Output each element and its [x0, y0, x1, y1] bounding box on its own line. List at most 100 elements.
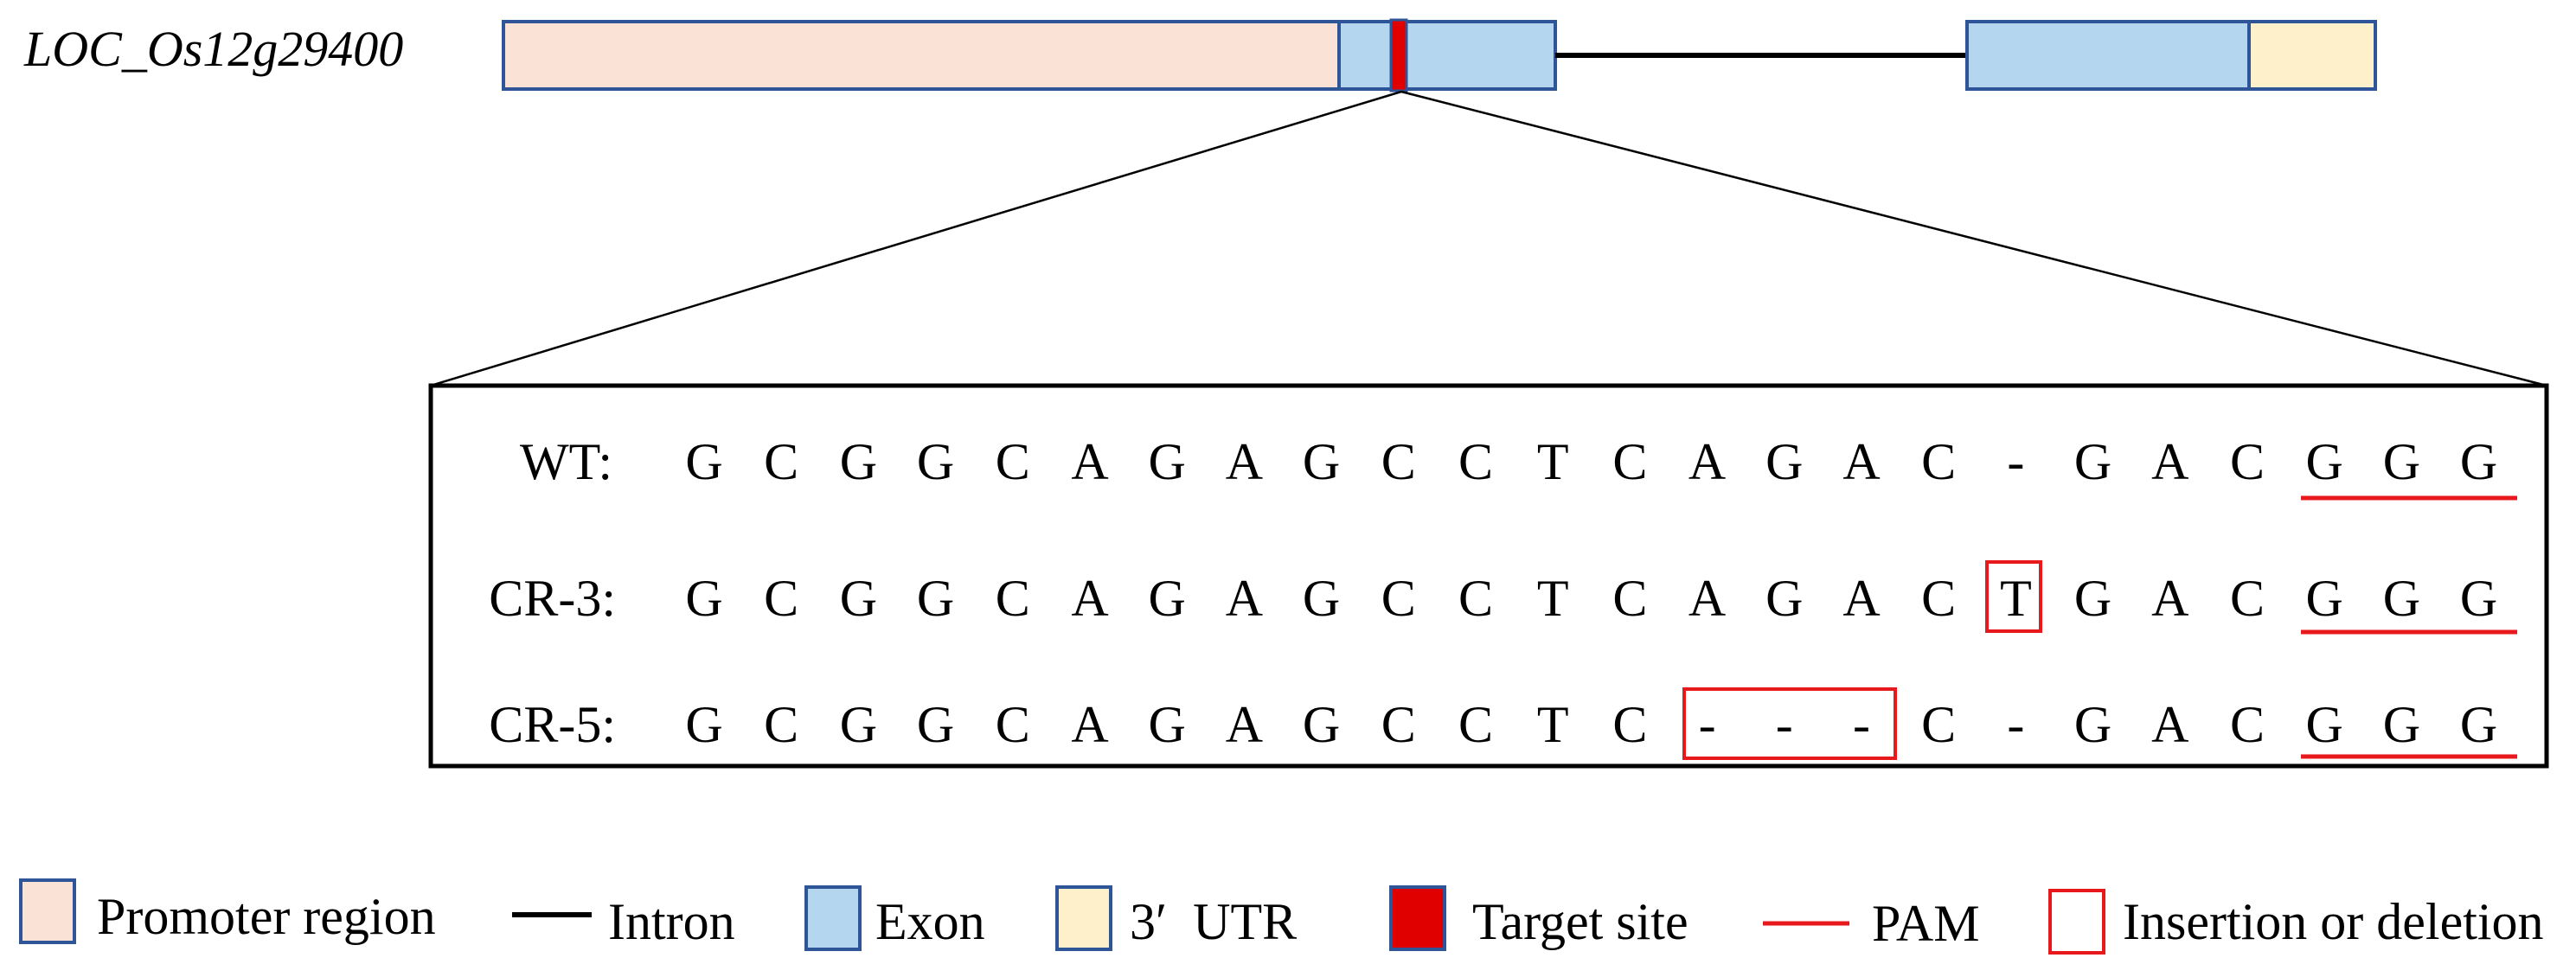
deletion-box [1682, 687, 1897, 760]
sequence-base: G [840, 696, 877, 753]
sequence-base: G [1303, 696, 1340, 753]
sequence-label: WT: [520, 433, 612, 490]
sequence-base: C [764, 433, 798, 490]
zoom-line-left [430, 90, 1402, 387]
sequence-base: G [685, 433, 722, 490]
sequence-base: C [1921, 696, 1956, 753]
sequence-base: A [1688, 570, 1726, 627]
sequence-base: G [1765, 570, 1803, 627]
sequence-base: A [1226, 696, 1263, 753]
sequence-base: G [2383, 570, 2420, 627]
sequence-base: T [1537, 433, 1569, 490]
sequence-base: G [2074, 433, 2111, 490]
sequence-base: C [996, 433, 1030, 490]
sequence-base: T [1537, 696, 1569, 753]
sequence-base: A [1071, 570, 1108, 627]
sequence-base: G [2306, 696, 2343, 753]
sequence-base: G [2074, 696, 2111, 753]
sequence-base: T [2000, 570, 2032, 627]
sequence-base: C [1921, 570, 1956, 627]
sequence-base: C [1612, 433, 1647, 490]
sequence-base: A [1226, 433, 1263, 490]
sequence-base: C [2230, 433, 2265, 490]
sequence-base: G [2460, 696, 2497, 753]
utr-3prime [2247, 20, 2377, 91]
sequence-box [428, 383, 2549, 769]
sequence-base: G [2306, 433, 2343, 490]
gene-name-label: LOC_Os12g29400 [24, 21, 404, 77]
sequence-base: C [1612, 570, 1647, 627]
legend-intron-label: Intron [608, 893, 735, 950]
sequence-base: G [2074, 570, 2111, 627]
sequence-label: CR-5: [489, 696, 616, 753]
sequence-base: C [2230, 696, 2265, 753]
legend-utr-label: 3′ UTR [1130, 893, 1298, 950]
sequence-base: A [1688, 433, 1726, 490]
sequence-base: A [1842, 570, 1880, 627]
sequence-base: G [1149, 570, 1186, 627]
legend: Promoter region Intron Exon 3′ UTR Targe… [0, 873, 2576, 977]
sequence-base: C [1458, 696, 1493, 753]
sequence-base: C [1381, 570, 1416, 627]
sequence-base: C [764, 570, 798, 627]
sequence-base: G [917, 570, 954, 627]
sequence-base: G [2383, 696, 2420, 753]
sequence-base: G [685, 570, 722, 627]
sequence-base: G [2460, 433, 2497, 490]
legend-swatches [19, 878, 2105, 955]
legend-promoter-label: Promoter region [97, 888, 436, 945]
sequence-base: C [1458, 570, 1493, 627]
sequence-base: A [1071, 696, 1108, 753]
sequence-base: G [2306, 570, 2343, 627]
sequence-base: C [2230, 570, 2265, 627]
sequence-label: CR-3: [489, 570, 616, 627]
sequence-base: G [917, 696, 954, 753]
legend-target-label: Target site [1472, 893, 1688, 950]
sequence-base: G [1149, 433, 1186, 490]
exon-2 [1965, 20, 2251, 91]
legend-pam-label: PAM [1872, 895, 1980, 952]
sequence-base: - [2007, 433, 2024, 490]
insertion-box [1985, 560, 2042, 633]
sequence-base: - [1776, 696, 1793, 753]
legend-exon-label: Exon [875, 893, 985, 950]
sequence-base: G [1149, 696, 1186, 753]
promoter-region [502, 20, 1341, 91]
sequence-base: A [2151, 696, 2188, 753]
sequence-base: - [1853, 696, 1870, 753]
sequence-base: A [2151, 433, 2188, 490]
sequence-base: G [917, 433, 954, 490]
sequence-base: G [2383, 433, 2420, 490]
target-site [1389, 18, 1408, 93]
sequence-base: C [764, 696, 798, 753]
sequence-base: C [1921, 433, 1956, 490]
zoom-line-right [1400, 90, 2547, 387]
legend-promoter-swatch [19, 878, 76, 944]
sequence-base: C [1381, 696, 1416, 753]
sequence-base: T [1537, 570, 1569, 627]
sequence-base: C [1612, 696, 1647, 753]
sequence-base: G [2460, 570, 2497, 627]
exon-1 [1337, 20, 1557, 91]
sequence-base: - [2007, 696, 2024, 753]
legend-indel-label: Insertion or deletion [2123, 893, 2544, 950]
sequence-base: - [1699, 696, 1716, 753]
sequence-base: G [1303, 570, 1340, 627]
sequence-base: G [840, 570, 877, 627]
sequence-base: A [1226, 570, 1263, 627]
sequence-base: C [996, 570, 1030, 627]
sequence-base: C [996, 696, 1030, 753]
sequence-base: C [1381, 433, 1416, 490]
sequence-base: G [1303, 433, 1340, 490]
sequence-base: C [1458, 433, 1493, 490]
sequence-base: A [1842, 433, 1880, 490]
legend-exon-swatch [804, 885, 862, 951]
sequence-base: G [1765, 433, 1803, 490]
legend-indel-swatch [2048, 889, 2105, 955]
sequence-base: A [2151, 570, 2188, 627]
sequence-base: G [685, 696, 722, 753]
legend-target-swatch [1389, 885, 1446, 951]
